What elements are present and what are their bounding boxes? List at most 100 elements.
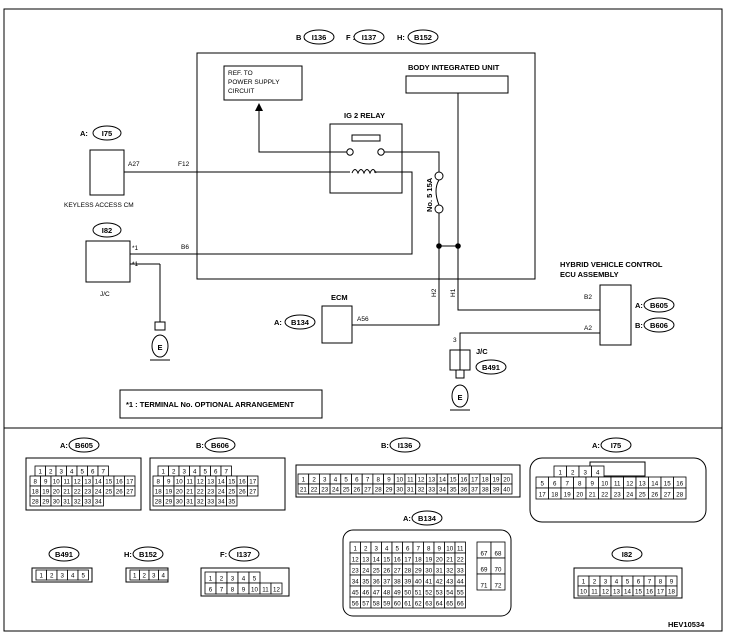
- svg-text:3: 3: [183, 469, 187, 476]
- svg-text:17: 17: [404, 557, 411, 564]
- svg-text:3: 3: [604, 579, 608, 586]
- svg-text:9: 9: [438, 546, 442, 553]
- svg-text:33: 33: [207, 499, 214, 506]
- svg-text:3: 3: [584, 470, 588, 477]
- svg-text:67: 67: [481, 551, 488, 558]
- svg-text:6: 6: [355, 477, 359, 484]
- diagram-frame: [3, 8, 723, 632]
- conn-b606-label: B:B606: [196, 437, 236, 453]
- ecm-code: B134: [291, 318, 310, 327]
- svg-text:20: 20: [176, 489, 183, 496]
- svg-text:16: 16: [394, 557, 401, 564]
- svg-text:16: 16: [239, 479, 246, 486]
- svg-text:24: 24: [218, 489, 225, 496]
- svg-text:I136: I136: [312, 33, 327, 42]
- note-box: [119, 389, 323, 419]
- svg-text:26: 26: [116, 489, 123, 496]
- svg-text:53: 53: [436, 590, 443, 597]
- svg-text:31: 31: [407, 487, 414, 494]
- svg-text:28: 28: [375, 487, 382, 494]
- svg-text:14: 14: [95, 479, 102, 486]
- svg-text:25: 25: [639, 492, 646, 499]
- svg-text:14: 14: [373, 557, 380, 564]
- ecm-label: ECM: [331, 293, 348, 302]
- pin-f12: F12: [178, 161, 190, 168]
- svg-text:15: 15: [228, 479, 235, 486]
- svg-text:27: 27: [394, 568, 401, 575]
- svg-text:12: 12: [197, 479, 204, 486]
- svg-text:47: 47: [373, 590, 380, 597]
- star-note-1: *1: [132, 245, 139, 252]
- svg-text:A:: A:: [592, 441, 600, 450]
- svg-text:60: 60: [394, 601, 401, 608]
- svg-text:A:: A:: [274, 318, 282, 327]
- svg-text:15: 15: [105, 479, 112, 486]
- svg-text:11: 11: [457, 546, 464, 553]
- svg-text:46: 46: [362, 590, 369, 597]
- svg-text:19: 19: [425, 557, 432, 564]
- conn-b605-label: A: B605: [60, 437, 100, 453]
- pin-b2: B2: [584, 294, 592, 301]
- svg-text:23: 23: [207, 489, 214, 496]
- svg-text:32: 32: [74, 499, 81, 506]
- conn-i82-label: I82: [611, 546, 643, 562]
- svg-text:24: 24: [95, 489, 102, 496]
- header-ref-f: F : I137: [346, 29, 385, 45]
- svg-text:30: 30: [425, 568, 432, 575]
- ref-power-line3: CIRCUIT: [228, 88, 254, 95]
- svg-text:22: 22: [197, 489, 204, 496]
- svg-text:6: 6: [91, 469, 95, 476]
- svg-text:17: 17: [539, 492, 546, 499]
- jc-box: [85, 240, 131, 283]
- svg-text:44: 44: [457, 579, 464, 586]
- svg-text:27: 27: [249, 489, 256, 496]
- svg-text:26: 26: [239, 489, 246, 496]
- svg-text:18: 18: [32, 489, 39, 496]
- pin-cell: [77, 569, 89, 581]
- pin-a2: A2: [584, 325, 592, 332]
- svg-text:B152: B152: [139, 550, 157, 559]
- svg-text:30: 30: [396, 487, 403, 494]
- svg-text:36: 36: [373, 579, 380, 586]
- svg-text:7: 7: [220, 587, 224, 594]
- svg-text:11: 11: [407, 477, 414, 484]
- svg-text:1: 1: [354, 546, 358, 553]
- svg-text:34: 34: [352, 579, 359, 586]
- svg-text:1: 1: [162, 469, 166, 476]
- svg-text:F :: F :: [346, 33, 355, 42]
- svg-text:20: 20: [576, 492, 583, 499]
- svg-text:12: 12: [602, 589, 609, 596]
- svg-text:29: 29: [415, 568, 422, 575]
- svg-text:15: 15: [383, 557, 390, 564]
- svg-text:28: 28: [676, 492, 683, 499]
- ref-power-box: [223, 65, 303, 101]
- svg-text:72: 72: [495, 583, 502, 590]
- svg-text:1: 1: [40, 573, 44, 580]
- svg-text:33: 33: [428, 487, 435, 494]
- svg-text:14: 14: [218, 479, 225, 486]
- svg-text:4: 4: [615, 579, 619, 586]
- relay-contact: [351, 134, 381, 142]
- svg-text:65: 65: [446, 601, 453, 608]
- svg-text:24: 24: [362, 568, 369, 575]
- ecm-box: [321, 305, 353, 344]
- svg-text:B605: B605: [75, 441, 93, 450]
- svg-text:13: 13: [362, 557, 369, 564]
- svg-text:27: 27: [664, 492, 671, 499]
- hv-title-2: ECU ASSEMBLY: [560, 270, 619, 279]
- svg-text:25: 25: [105, 489, 112, 496]
- arrow-up-icon: [255, 103, 263, 111]
- pin-cell: [270, 582, 283, 595]
- svg-text:40: 40: [503, 487, 510, 494]
- ground-icon-2: [451, 384, 469, 408]
- pin-cell: [247, 485, 259, 497]
- svg-text:33: 33: [84, 499, 91, 506]
- svg-text:32: 32: [418, 487, 425, 494]
- svg-text:10: 10: [176, 479, 183, 486]
- svg-text:A:: A:: [60, 441, 68, 450]
